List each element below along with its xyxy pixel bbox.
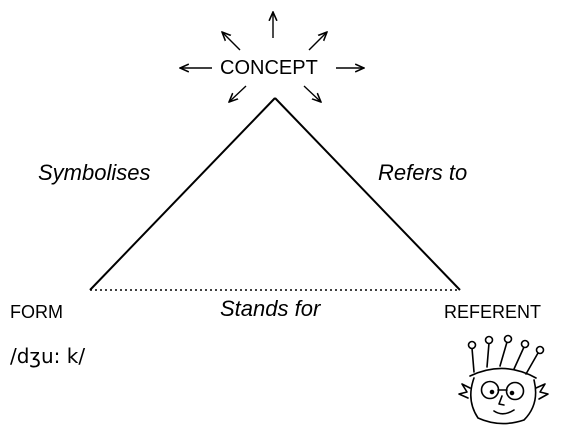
arrow-up-right-icon (308, 32, 327, 51)
phonetic-transcription: /dʒu: k/ (10, 344, 86, 368)
arrow-down-left-icon (229, 85, 247, 102)
arrow-up-left-icon (222, 32, 241, 51)
stands-for-label: Stands for (220, 296, 321, 321)
form-label: FORM (10, 302, 63, 322)
referent-label: REFERENT (444, 302, 542, 322)
arrow-down-right-icon (303, 85, 321, 102)
concept-label: CONCEPT (220, 57, 318, 79)
left-side-line (89, 97, 276, 291)
cartoon-face-icon (458, 334, 549, 425)
concept-arrows (180, 12, 364, 102)
refers-to-label: Refers to (378, 160, 468, 185)
right-side-line (274, 97, 461, 291)
symbolises-label: Symbolises (38, 160, 151, 185)
